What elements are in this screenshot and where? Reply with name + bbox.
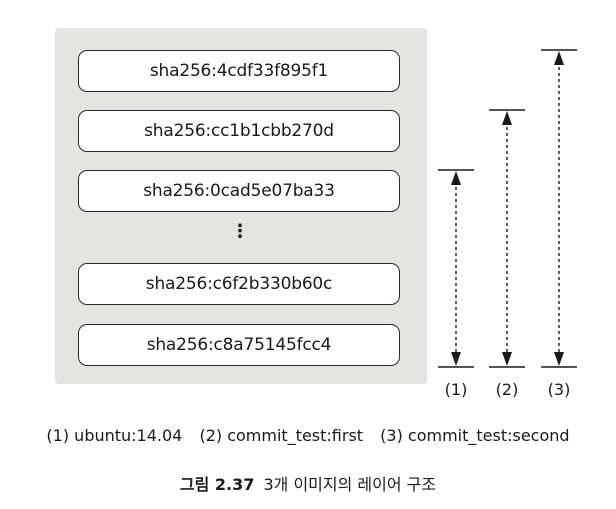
layer-hash: sha256:c6f2b330b60c	[145, 274, 333, 294]
layer-box-5: sha256:c8a75145fcc4	[78, 324, 400, 366]
layer-box-2: sha256:cc1b1cbb270d	[78, 110, 400, 152]
layer-box-4: sha256:c6f2b330b60c	[78, 263, 400, 305]
figure-title: 3개 이미지의 레이어 구조	[263, 475, 437, 494]
layer-hash: sha256:cc1b1cbb270d	[144, 121, 334, 141]
figure-caption: 그림 2.37 3개 이미지의 레이어 구조	[0, 471, 616, 495]
layer-hash: sha256:4cdf33f895f1	[149, 61, 329, 81]
arrow-3	[541, 49, 577, 368]
layer-hash: sha256:c8a75145fcc4	[146, 335, 332, 355]
arrow-label-2: (2)	[495, 380, 519, 399]
arrow-2	[489, 109, 525, 368]
legend-item-2: (2) commit_test:first	[199, 426, 364, 445]
layer-box-1: sha256:4cdf33f895f1	[78, 50, 400, 92]
figure-number: 그림 2.37	[179, 475, 255, 494]
arrow-label-3: (3)	[547, 380, 571, 399]
arrow-1	[438, 169, 474, 368]
legend-item-1: (1) ubuntu:14.04	[46, 426, 183, 445]
legend: (1) ubuntu:14.04 (2) commit_test:first (…	[0, 426, 616, 445]
arrow-label-1: (1)	[444, 380, 468, 399]
layer-hash: sha256:0cad5e07ba33	[143, 181, 335, 201]
legend-item-3: (3) commit_test:second	[380, 426, 570, 445]
layer-box-3: sha256:0cad5e07ba33	[78, 170, 400, 212]
